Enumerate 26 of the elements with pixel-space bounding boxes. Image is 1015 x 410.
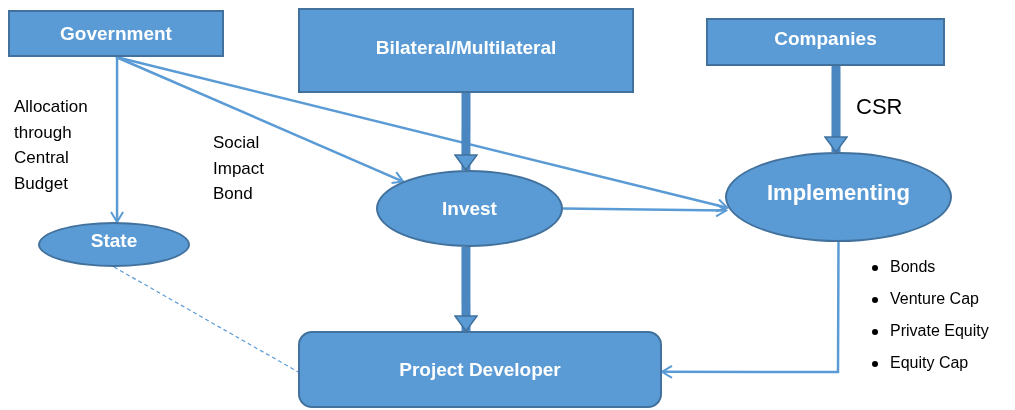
arrow (661, 242, 840, 379)
bullet-item: Bonds (870, 258, 936, 276)
node-label: State (90, 229, 138, 252)
arrow (454, 93, 478, 171)
node-label: Government (60, 22, 172, 45)
source-box (298, 8, 634, 93)
node-label: Companies (774, 28, 877, 50)
edge-label: Social Impact Bond (213, 132, 266, 205)
bullet-item: Private Equity (870, 322, 989, 340)
arrow (110, 57, 125, 223)
arrow (115, 55, 405, 185)
bullet-item: Venture Cap (870, 290, 979, 308)
node-label: Bilateral/Multilateral (375, 36, 557, 59)
bullet-item: Equity Cap (870, 354, 969, 372)
edge-label: CSR (856, 93, 904, 121)
node-label: Project Developer (399, 358, 561, 381)
node-label: Implementing (767, 180, 910, 206)
edge-label: Allocation through Central Budget (14, 96, 89, 195)
source-box (8, 10, 224, 57)
node-label: Invest (442, 197, 497, 220)
connector-line (113, 266, 299, 373)
developer-box (298, 331, 662, 408)
arrow (824, 66, 848, 153)
source-box (706, 18, 945, 66)
arrow (563, 203, 728, 218)
arrow (454, 247, 478, 332)
